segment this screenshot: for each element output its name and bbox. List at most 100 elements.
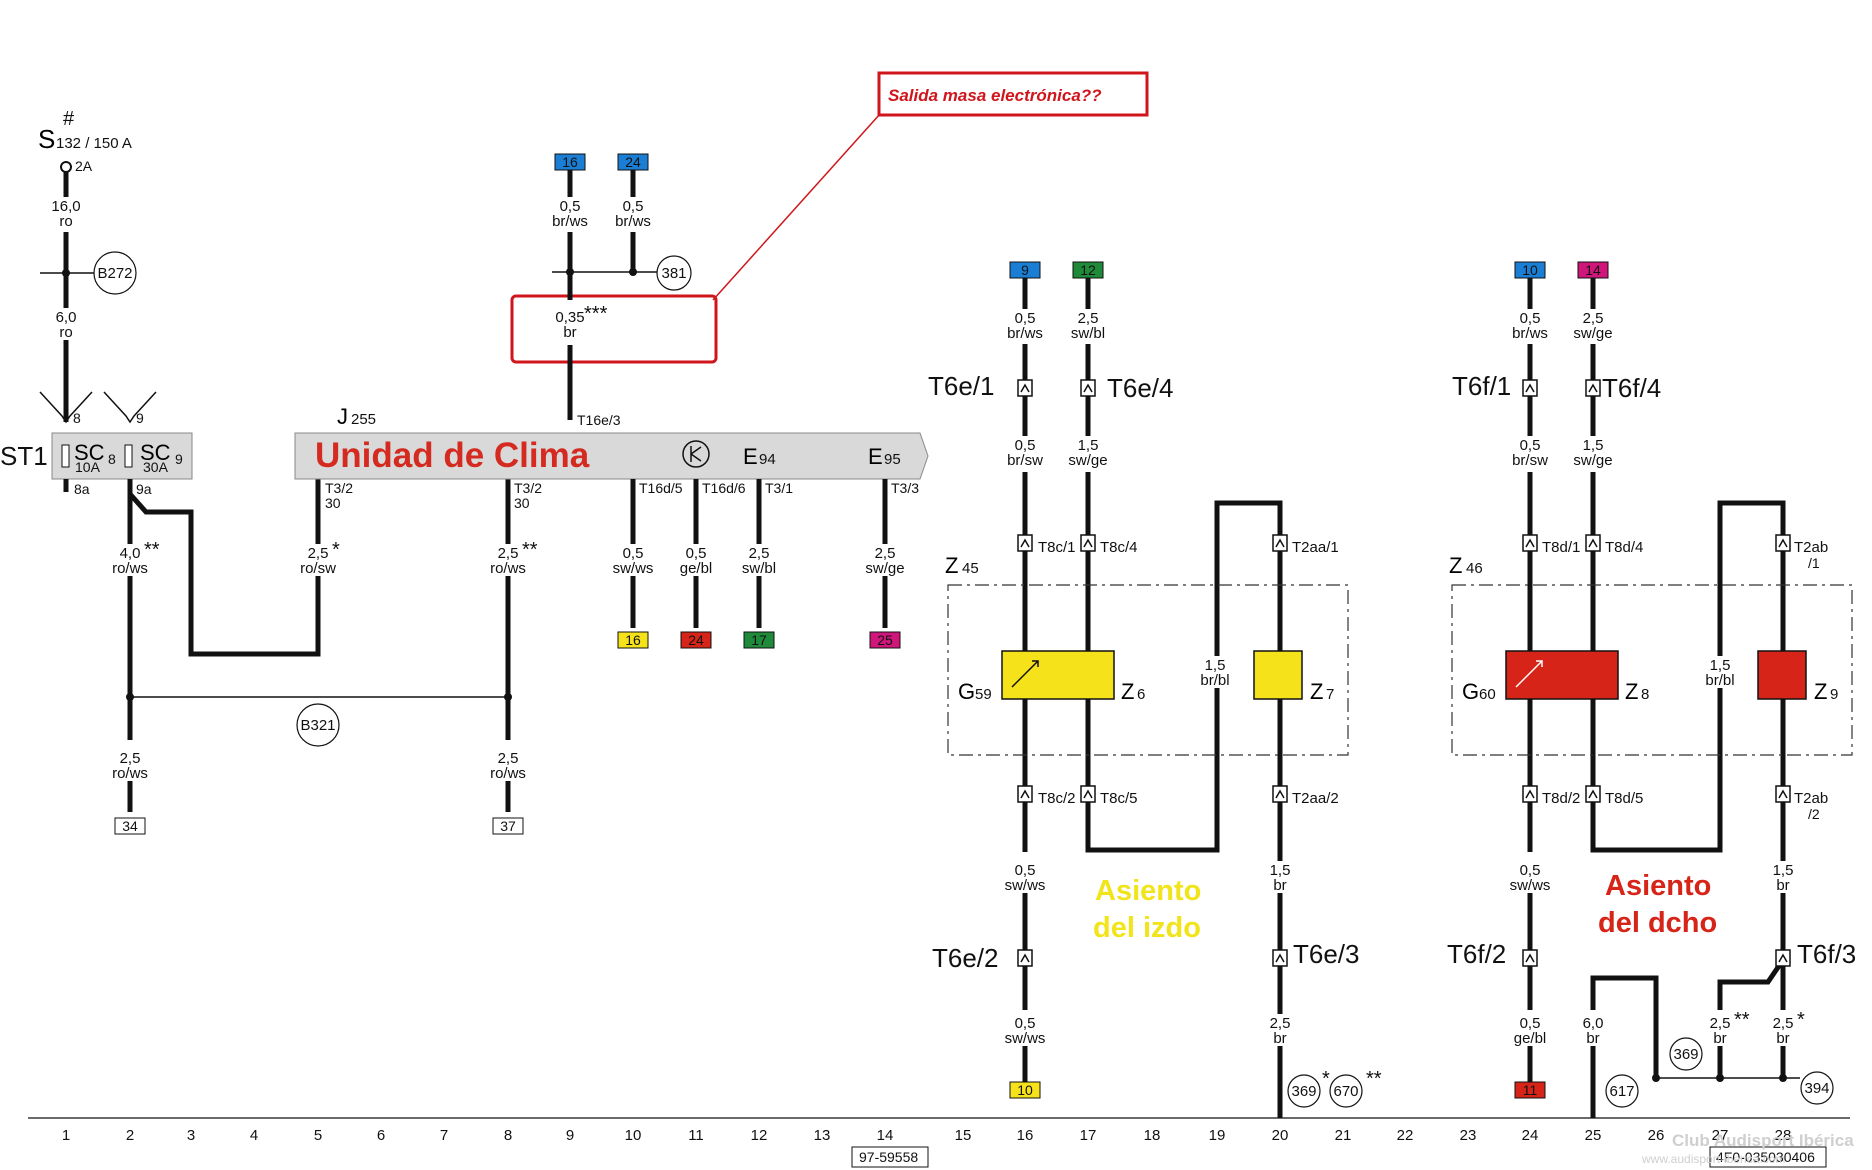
doc-number-left: 97-59558 xyxy=(859,1149,918,1165)
wire-color: ro xyxy=(59,324,72,341)
ref-label: 617 xyxy=(1609,1083,1634,1100)
pin-9: 9 xyxy=(136,410,144,426)
center-top-wiring xyxy=(552,170,660,420)
ruler-number: 5 xyxy=(314,1127,322,1144)
t2aa2-label: T2aa/2 xyxy=(1292,790,1339,807)
small-connector-labels: T8c/1 T8c/4 T8c/2 T8c/5 T2aa/1 T2aa/2 T8… xyxy=(1038,539,1828,822)
ref-r394: 394 xyxy=(1800,1071,1834,1105)
wire-size: 2,5 xyxy=(875,545,896,562)
ref-label: 381 xyxy=(661,265,686,282)
wire-labels: 16,0ro6,0ro4,0ro/ws**2,5ro/sw*2,5ro/ws**… xyxy=(44,197,1805,1047)
wire-size: 0,35 xyxy=(555,309,584,326)
annotation: Salida masa electrónica?? xyxy=(510,71,1149,364)
wire-label: 6,0ro xyxy=(44,308,88,341)
wire-label: 0,5br/ws xyxy=(548,197,592,230)
wire-size: 0,5 xyxy=(1015,1015,1036,1032)
ruler-number: 4 xyxy=(250,1127,258,1144)
wire-color: br xyxy=(563,324,576,341)
wire-size: 1,5 xyxy=(1205,657,1226,674)
terminal-b25: 25 xyxy=(869,631,901,649)
t8d4-label: T8d/4 xyxy=(1605,539,1643,556)
t8c4-label: T8c/4 xyxy=(1100,539,1138,556)
wire-color: ro/sw xyxy=(300,560,336,577)
pin-t16d6: T16d/6 xyxy=(702,480,746,496)
ruler-number: 9 xyxy=(566,1127,574,1144)
plug-symbol xyxy=(1522,949,1538,967)
s132-pin: 2A xyxy=(75,158,93,174)
t8d1-label: T8d/1 xyxy=(1542,539,1580,556)
ref-r381: 381 xyxy=(656,255,692,291)
wire-size: 2,5 xyxy=(498,750,519,767)
terminal-tr10: 10 xyxy=(1514,261,1546,279)
wire-color: br xyxy=(1776,1030,1789,1047)
terminal-number: 9 xyxy=(1021,262,1029,278)
ruler-number: 19 xyxy=(1209,1127,1226,1144)
wire-size: 2,5 xyxy=(498,545,519,562)
wire-stars: * xyxy=(1797,1009,1805,1031)
plug-symbol xyxy=(1272,534,1288,552)
wire-label: 2,5br** xyxy=(1698,1009,1750,1047)
sc8-sub: 8 xyxy=(108,451,116,467)
ruler-number: 14 xyxy=(877,1127,894,1144)
ruler-number: 21 xyxy=(1335,1127,1352,1144)
plug-symbol xyxy=(1017,379,1033,397)
wire-size: 2,5 xyxy=(749,545,770,562)
wire-color: sw/bl xyxy=(1071,325,1105,342)
t6e1-label: T6e/1 xyxy=(928,371,995,401)
terminal-number: 12 xyxy=(1080,262,1096,278)
wire-label: 2,5sw/bl xyxy=(737,544,781,577)
wire-color: br xyxy=(1776,877,1789,894)
wire-color: br/bl xyxy=(1200,672,1229,689)
wire-stars: ** xyxy=(1734,1009,1750,1031)
right-seat-line1: Asiento xyxy=(1605,870,1711,902)
wire-label: 0,5sw/ws xyxy=(611,544,655,577)
terminal-number: 34 xyxy=(122,818,138,834)
wire-label: 2,5ro/ws xyxy=(108,749,152,782)
plug-symbol xyxy=(1522,379,1538,397)
terminal-bl10: 10 xyxy=(1009,1081,1041,1099)
wire-color: ro xyxy=(59,213,72,230)
plug-symbol xyxy=(1017,534,1033,552)
pin-t32b-n: 30 xyxy=(514,495,530,511)
pin-9a: 9a xyxy=(136,481,152,497)
left-lower-wiring xyxy=(126,479,512,812)
plug-symbol xyxy=(1522,785,1538,803)
pin-8a: 8a xyxy=(74,481,90,497)
terminal-number: 17 xyxy=(751,632,767,648)
terminal-number: 37 xyxy=(500,818,516,834)
wire-size: 0,5 xyxy=(1015,310,1036,327)
ruler-number: 8 xyxy=(504,1127,512,1144)
ref-stars: ** xyxy=(1366,1068,1382,1090)
ruler-number: 27 xyxy=(1712,1127,1729,1144)
wire-label: 0,5ge/bl xyxy=(674,544,718,577)
plug-symbol xyxy=(1272,785,1288,803)
wire-label: 2,5ro/ws** xyxy=(486,539,538,577)
left-seat-box: Z 45 G 59 Z 6 Z 7 xyxy=(945,553,1349,756)
wire-size: 0,5 xyxy=(1015,437,1036,454)
ruler-number: 13 xyxy=(814,1127,831,1144)
t6e3-label: T6e/3 xyxy=(1293,939,1360,969)
z7-label: Z xyxy=(1310,679,1323,704)
wire-color: br xyxy=(1586,1030,1599,1047)
s132-label: S xyxy=(38,124,55,154)
terminal-b16: 16 xyxy=(617,631,649,649)
g60-label: G xyxy=(1462,679,1479,704)
wire-color: br xyxy=(1273,1030,1286,1047)
e94-label: E xyxy=(743,444,758,469)
z8-label: Z xyxy=(1625,679,1638,704)
wire-size: 6,0 xyxy=(56,309,77,326)
t2ab1-label: T2ab xyxy=(1794,539,1828,556)
wire-color: sw/ws xyxy=(1005,877,1046,894)
ref-label: 670 xyxy=(1333,1083,1358,1100)
terminal-number: 16 xyxy=(562,154,578,170)
pin-t31: T3/1 xyxy=(765,480,793,496)
climate-unit-title: Unidad de Clima xyxy=(315,436,590,475)
t2ab1-n: /1 xyxy=(1808,555,1820,571)
wire-label: 1,5br/bl xyxy=(1698,656,1742,689)
ref-r617: 617 xyxy=(1605,1074,1639,1108)
ref-r369b: 369 xyxy=(1669,1037,1703,1071)
z9-sub: 9 xyxy=(1830,686,1838,703)
pin-t32b: T3/2 xyxy=(514,480,542,496)
wire-size: 0,5 xyxy=(623,545,644,562)
